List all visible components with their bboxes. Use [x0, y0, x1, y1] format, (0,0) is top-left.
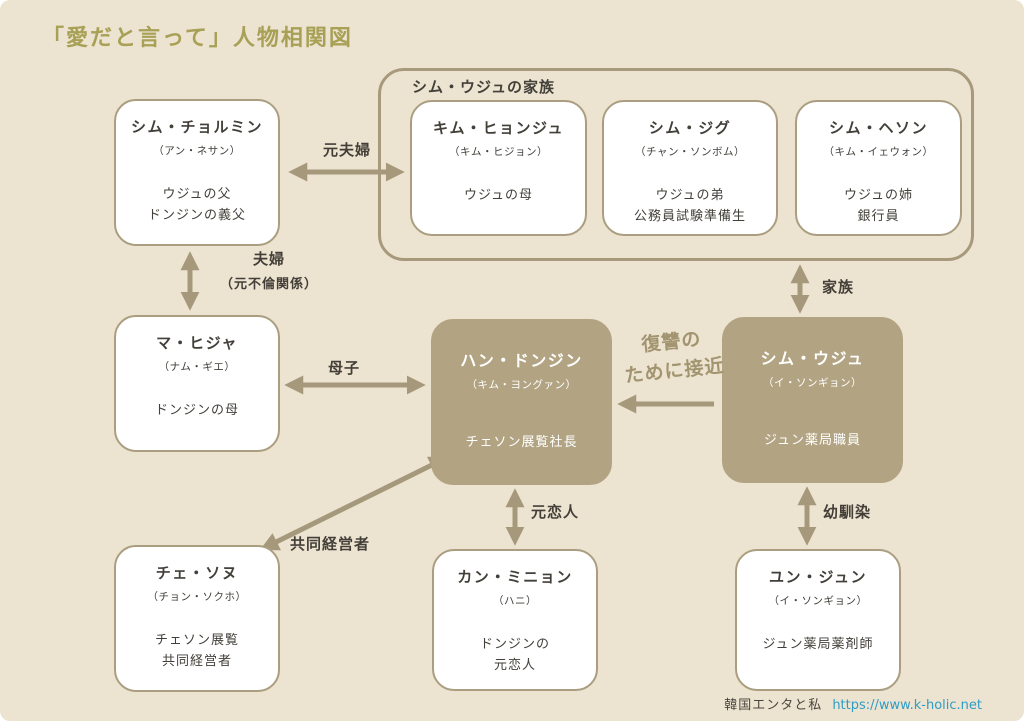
character-card-hija: マ・ヒジャ （ナム・ギエ） ドンジンの母 — [114, 315, 280, 452]
relation-label-couple: 夫婦 （元不倫関係） — [204, 248, 334, 292]
character-card-heson: シム・ヘソン （キム・イェウォン） ウジュの姉 銀行員 — [795, 100, 962, 236]
character-actor: （イ・ソンギョン） — [768, 595, 868, 607]
character-card-cholmin: シム・チョルミン （アン・ネサン） ウジュの父 ドンジンの義父 — [114, 99, 280, 246]
character-desc: ウジュの姉 — [843, 188, 914, 203]
relation-text: 幼馴染 — [823, 503, 872, 521]
character-desc: 共同経営者 — [161, 654, 232, 670]
character-actor: （チョン・ソクホ） — [147, 591, 247, 603]
character-actor: （キム・ヨングァン） — [466, 379, 577, 391]
character-name: シム・ウジュ — [760, 349, 865, 368]
character-actor: （キム・イェウォン） — [823, 146, 934, 158]
relation-text: 元夫婦 — [322, 141, 371, 159]
relation-label-ex-lover: 元恋人 — [531, 501, 579, 522]
character-name: シム・ジグ — [648, 119, 732, 137]
character-card-uju: シム・ウジュ （イ・ソンギョン） ジュン薬局職員 — [722, 317, 903, 483]
relation-text: 家族 — [822, 278, 855, 296]
character-name: シム・ヘソン — [828, 119, 928, 137]
relation-text: 母子 — [327, 359, 360, 377]
character-actor: （イ・ソンギョン） — [763, 377, 862, 389]
character-name: シム・チョルミン — [130, 118, 263, 136]
character-name: ハン・ドンジン — [460, 351, 583, 370]
character-card-minyon: カン・ミニョン （ハニ） ドンジンの 元恋人 — [432, 549, 598, 691]
relation-label-family: 家族 — [822, 276, 854, 297]
relation-label-co-manager: 共同経営者 — [290, 533, 370, 554]
relation-subtext: （元不倫関係） — [219, 277, 318, 292]
character-actor: （キム・ヒジョン） — [449, 146, 548, 158]
character-desc: ジュン薬局職員 — [763, 433, 862, 448]
character-desc: 元恋人 — [493, 658, 536, 674]
site-name: 韓国エンタと私 — [724, 698, 823, 713]
character-name: マ・ヒジャ — [156, 334, 238, 352]
character-actor: （ナム・ギエ） — [158, 361, 236, 373]
character-desc: 銀行員 — [857, 209, 900, 225]
family-group-label: シム・ウジュの家族 — [412, 78, 555, 96]
character-desc: ドンジンの母 — [154, 403, 239, 418]
page-title: 「愛だと言って」人物相関図 — [42, 26, 353, 51]
character-name: キム・ヒョンジュ — [433, 119, 564, 137]
character-desc: ウジュの弟 — [655, 188, 725, 203]
relation-text: 夫婦 — [252, 250, 285, 268]
character-name: チェ・ソヌ — [155, 564, 239, 582]
character-actor: （ハニ） — [493, 595, 537, 607]
character-desc: ジュン薬局薬剤師 — [762, 637, 874, 652]
character-card-jigu: シム・ジグ （チャン・ソンボム） ウジュの弟 公務員試験準備生 — [602, 100, 778, 236]
character-desc: チェソン展覧 — [154, 633, 239, 648]
character-desc: チェソン展覧社長 — [465, 435, 578, 450]
relation-label-childhood-friend: 幼馴染 — [823, 501, 871, 522]
character-name: ユン・ジュン — [769, 568, 867, 586]
character-name: カン・ミニョン — [457, 568, 573, 586]
character-card-yunjun: ユン・ジュン （イ・ソンギョン） ジュン薬局薬剤師 — [735, 549, 901, 691]
character-actor: （アン・ネサン） — [153, 145, 241, 157]
site-url-link[interactable]: https://www.k-holic.net — [832, 698, 982, 713]
character-desc: ドンジンの義父 — [147, 208, 246, 224]
character-desc: ドンジンの — [479, 637, 550, 652]
character-desc: ウジュの母 — [463, 188, 534, 203]
relation-label-mother-child: 母子 — [314, 357, 374, 378]
family-group-box — [378, 68, 974, 261]
footer-credit: 韓国エンタと私 https://www.k-holic.net — [724, 694, 982, 713]
character-card-hyonju: キム・ヒョンジュ （キム・ヒジョン） ウジュの母 — [410, 100, 587, 236]
relation-text: 元恋人 — [531, 503, 580, 521]
character-desc: 公務員試験準備生 — [633, 209, 746, 225]
character-desc: ウジュの父 — [162, 187, 232, 202]
character-card-sonu: チェ・ソヌ （チョン・ソクホ） チェソン展覧 共同経営者 — [114, 545, 280, 692]
relation-label-ex-couple: 元夫婦 — [312, 139, 382, 160]
relation-text: 共同経営者 — [290, 535, 371, 553]
character-card-dongjin: ハン・ドンジン （キム・ヨングァン） チェソン展覧社長 — [431, 319, 612, 485]
character-actor: （チャン・ソンボム） — [635, 146, 745, 158]
